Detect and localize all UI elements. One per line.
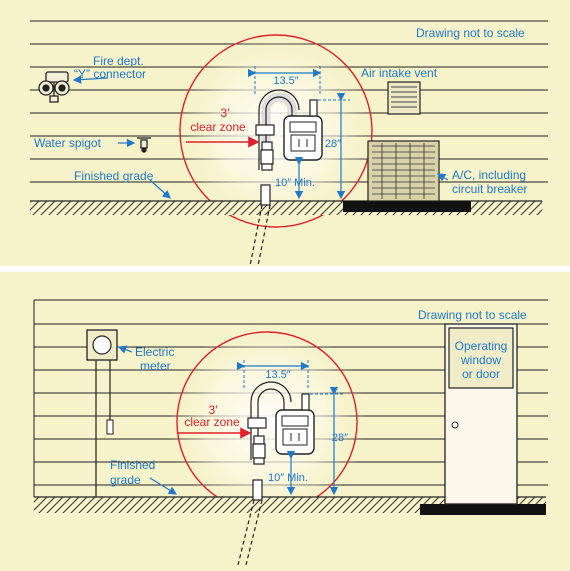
door-label-line2: window bbox=[460, 353, 501, 367]
air-intake-label: Air intake vent bbox=[361, 66, 438, 80]
width-dimension-label: 13.5″ bbox=[273, 75, 298, 87]
gas-service-pipe-2 bbox=[237, 479, 263, 566]
note-not-to-scale: Drawing not to scale bbox=[416, 26, 525, 40]
clear-zone-label-2: clear zone bbox=[184, 415, 240, 429]
panel-1: Drawing not to scale Fire dept. “Y” conn… bbox=[0, 0, 570, 267]
label-pointers-2 bbox=[117, 345, 178, 495]
panel-divider bbox=[0, 266, 570, 272]
clear-zone-distance-2: 3′ bbox=[209, 403, 219, 417]
dimension-lines-2 bbox=[178, 360, 343, 496]
water-spigot-label: Water spigot bbox=[34, 136, 102, 150]
electric-meter-label-line2: meter bbox=[140, 359, 171, 373]
air-intake-vent bbox=[387, 81, 421, 115]
min-clearance-label: 10″ Min. bbox=[275, 177, 315, 189]
fire-dept-y-connector-icon bbox=[38, 71, 70, 103]
clear-zone-glow-2 bbox=[167, 322, 367, 522]
finished-grade-label-line1: Finished bbox=[110, 458, 155, 472]
panel-2: Drawing not to scale Electric meter Oper… bbox=[0, 272, 570, 571]
door-step bbox=[420, 504, 546, 515]
height-dimension-label-2: 28″ bbox=[332, 432, 348, 444]
fire-dept-label-line1: Fire dept. bbox=[93, 54, 144, 68]
gas-meter-assembly bbox=[255, 89, 323, 171]
clear-zone-label: clear zone bbox=[190, 120, 246, 134]
ac-label-line2: circuit breaker bbox=[452, 182, 527, 196]
height-dimension-label: 28″ bbox=[325, 138, 341, 150]
finished-grade-label-line2: grade bbox=[110, 473, 141, 487]
ac-label-line1: A/C, including bbox=[452, 168, 526, 182]
clear-zone-glow bbox=[176, 31, 376, 231]
door-label-line3: or door bbox=[462, 367, 500, 381]
width-dimension-label-2: 13.5″ bbox=[265, 369, 290, 381]
min-clearance-label-2: 10″ Min. bbox=[268, 472, 308, 484]
clear-zone-circle bbox=[179, 34, 373, 228]
operating-door bbox=[444, 323, 518, 505]
fire-dept-label-line2: “Y” connector bbox=[74, 67, 146, 81]
ac-unit bbox=[367, 140, 440, 202]
ground-hatch-2 bbox=[34, 497, 546, 513]
door-label-line1: Operating bbox=[455, 339, 508, 353]
clear-zone-distance: 3′ bbox=[221, 106, 231, 120]
label-pointers bbox=[72, 75, 449, 199]
note-not-to-scale-2: Drawing not to scale bbox=[418, 308, 527, 322]
dimension-lines bbox=[186, 66, 350, 200]
water-spigot-icon bbox=[137, 137, 151, 153]
gas-service-pipe bbox=[249, 184, 271, 267]
electric-meter-icon bbox=[86, 329, 118, 497]
ac-pad bbox=[343, 201, 471, 212]
finished-grade-label: Finished grade bbox=[74, 169, 154, 183]
electric-meter-label-line1: Electric bbox=[135, 345, 174, 359]
